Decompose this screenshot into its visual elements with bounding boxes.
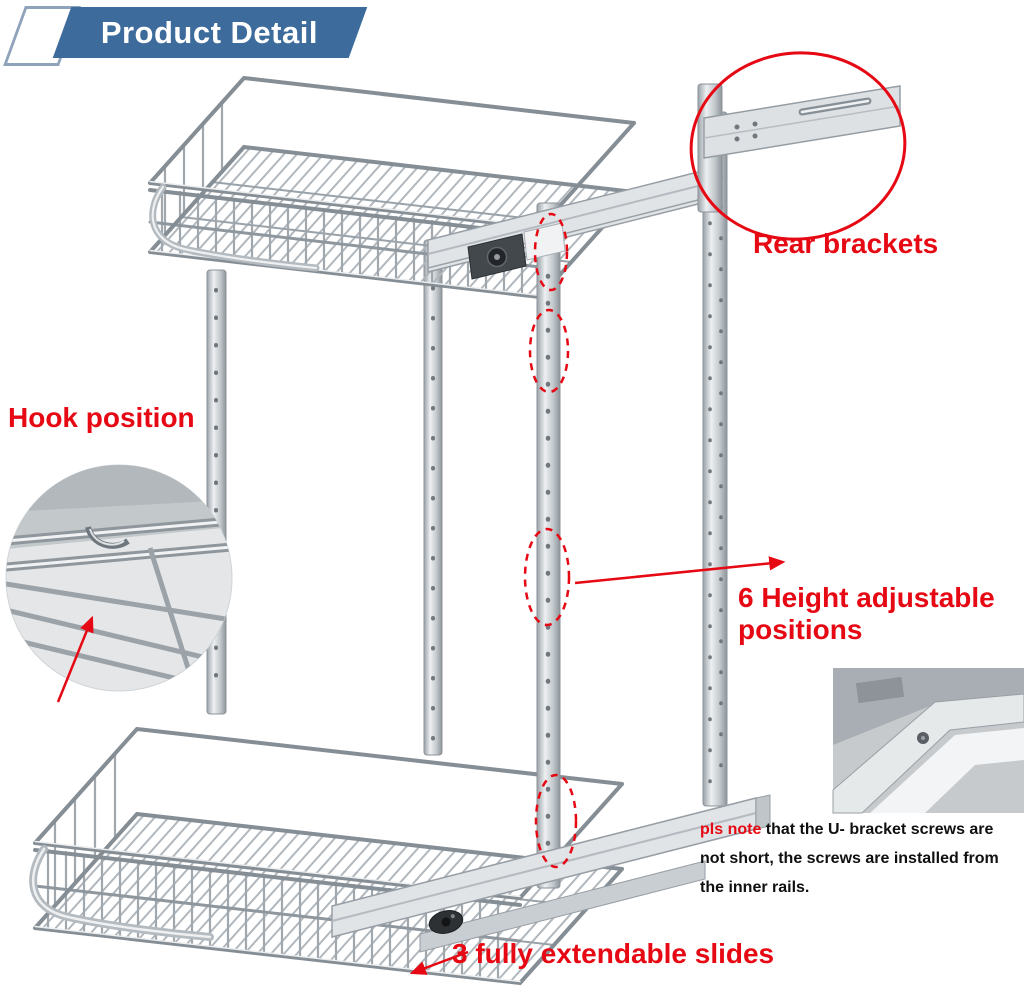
- product-detail-banner: Product Detail: [52, 7, 368, 58]
- height-arrow: [574, 556, 786, 585]
- note-lead: pls note: [700, 821, 766, 838]
- height-positions-label: 6 Height adjustable positions: [738, 582, 995, 646]
- hook-position-label: Hook position: [8, 402, 195, 433]
- rear-brackets-label: Rear brackets: [753, 228, 939, 259]
- rail-back-left: [423, 239, 443, 756]
- banner-title: Product Detail: [101, 14, 319, 50]
- rear-bracket: [697, 83, 901, 213]
- annotation-dashed-ellipses: [523, 212, 578, 869]
- slides-arrow: [409, 950, 469, 975]
- annotations: [56, 51, 907, 975]
- note-body: that the U- bracket screws are not short…: [700, 821, 999, 896]
- top-slide-assembly: [427, 169, 707, 280]
- note-text: pls note that the U- bracket screws are …: [700, 816, 1022, 902]
- wire-hook: [85, 526, 130, 549]
- hook-arrow: [56, 615, 94, 703]
- slide-release-lever: [428, 910, 464, 934]
- hook-inset-photo: [5, 464, 233, 692]
- annotation-circle-rear-brackets: [689, 51, 907, 241]
- bracket-inset-photo: [832, 668, 1024, 814]
- slides-label: 3 fully extendable slides: [452, 938, 775, 969]
- top-basket: [148, 76, 636, 299]
- bottom-slide-assembly: [331, 794, 771, 953]
